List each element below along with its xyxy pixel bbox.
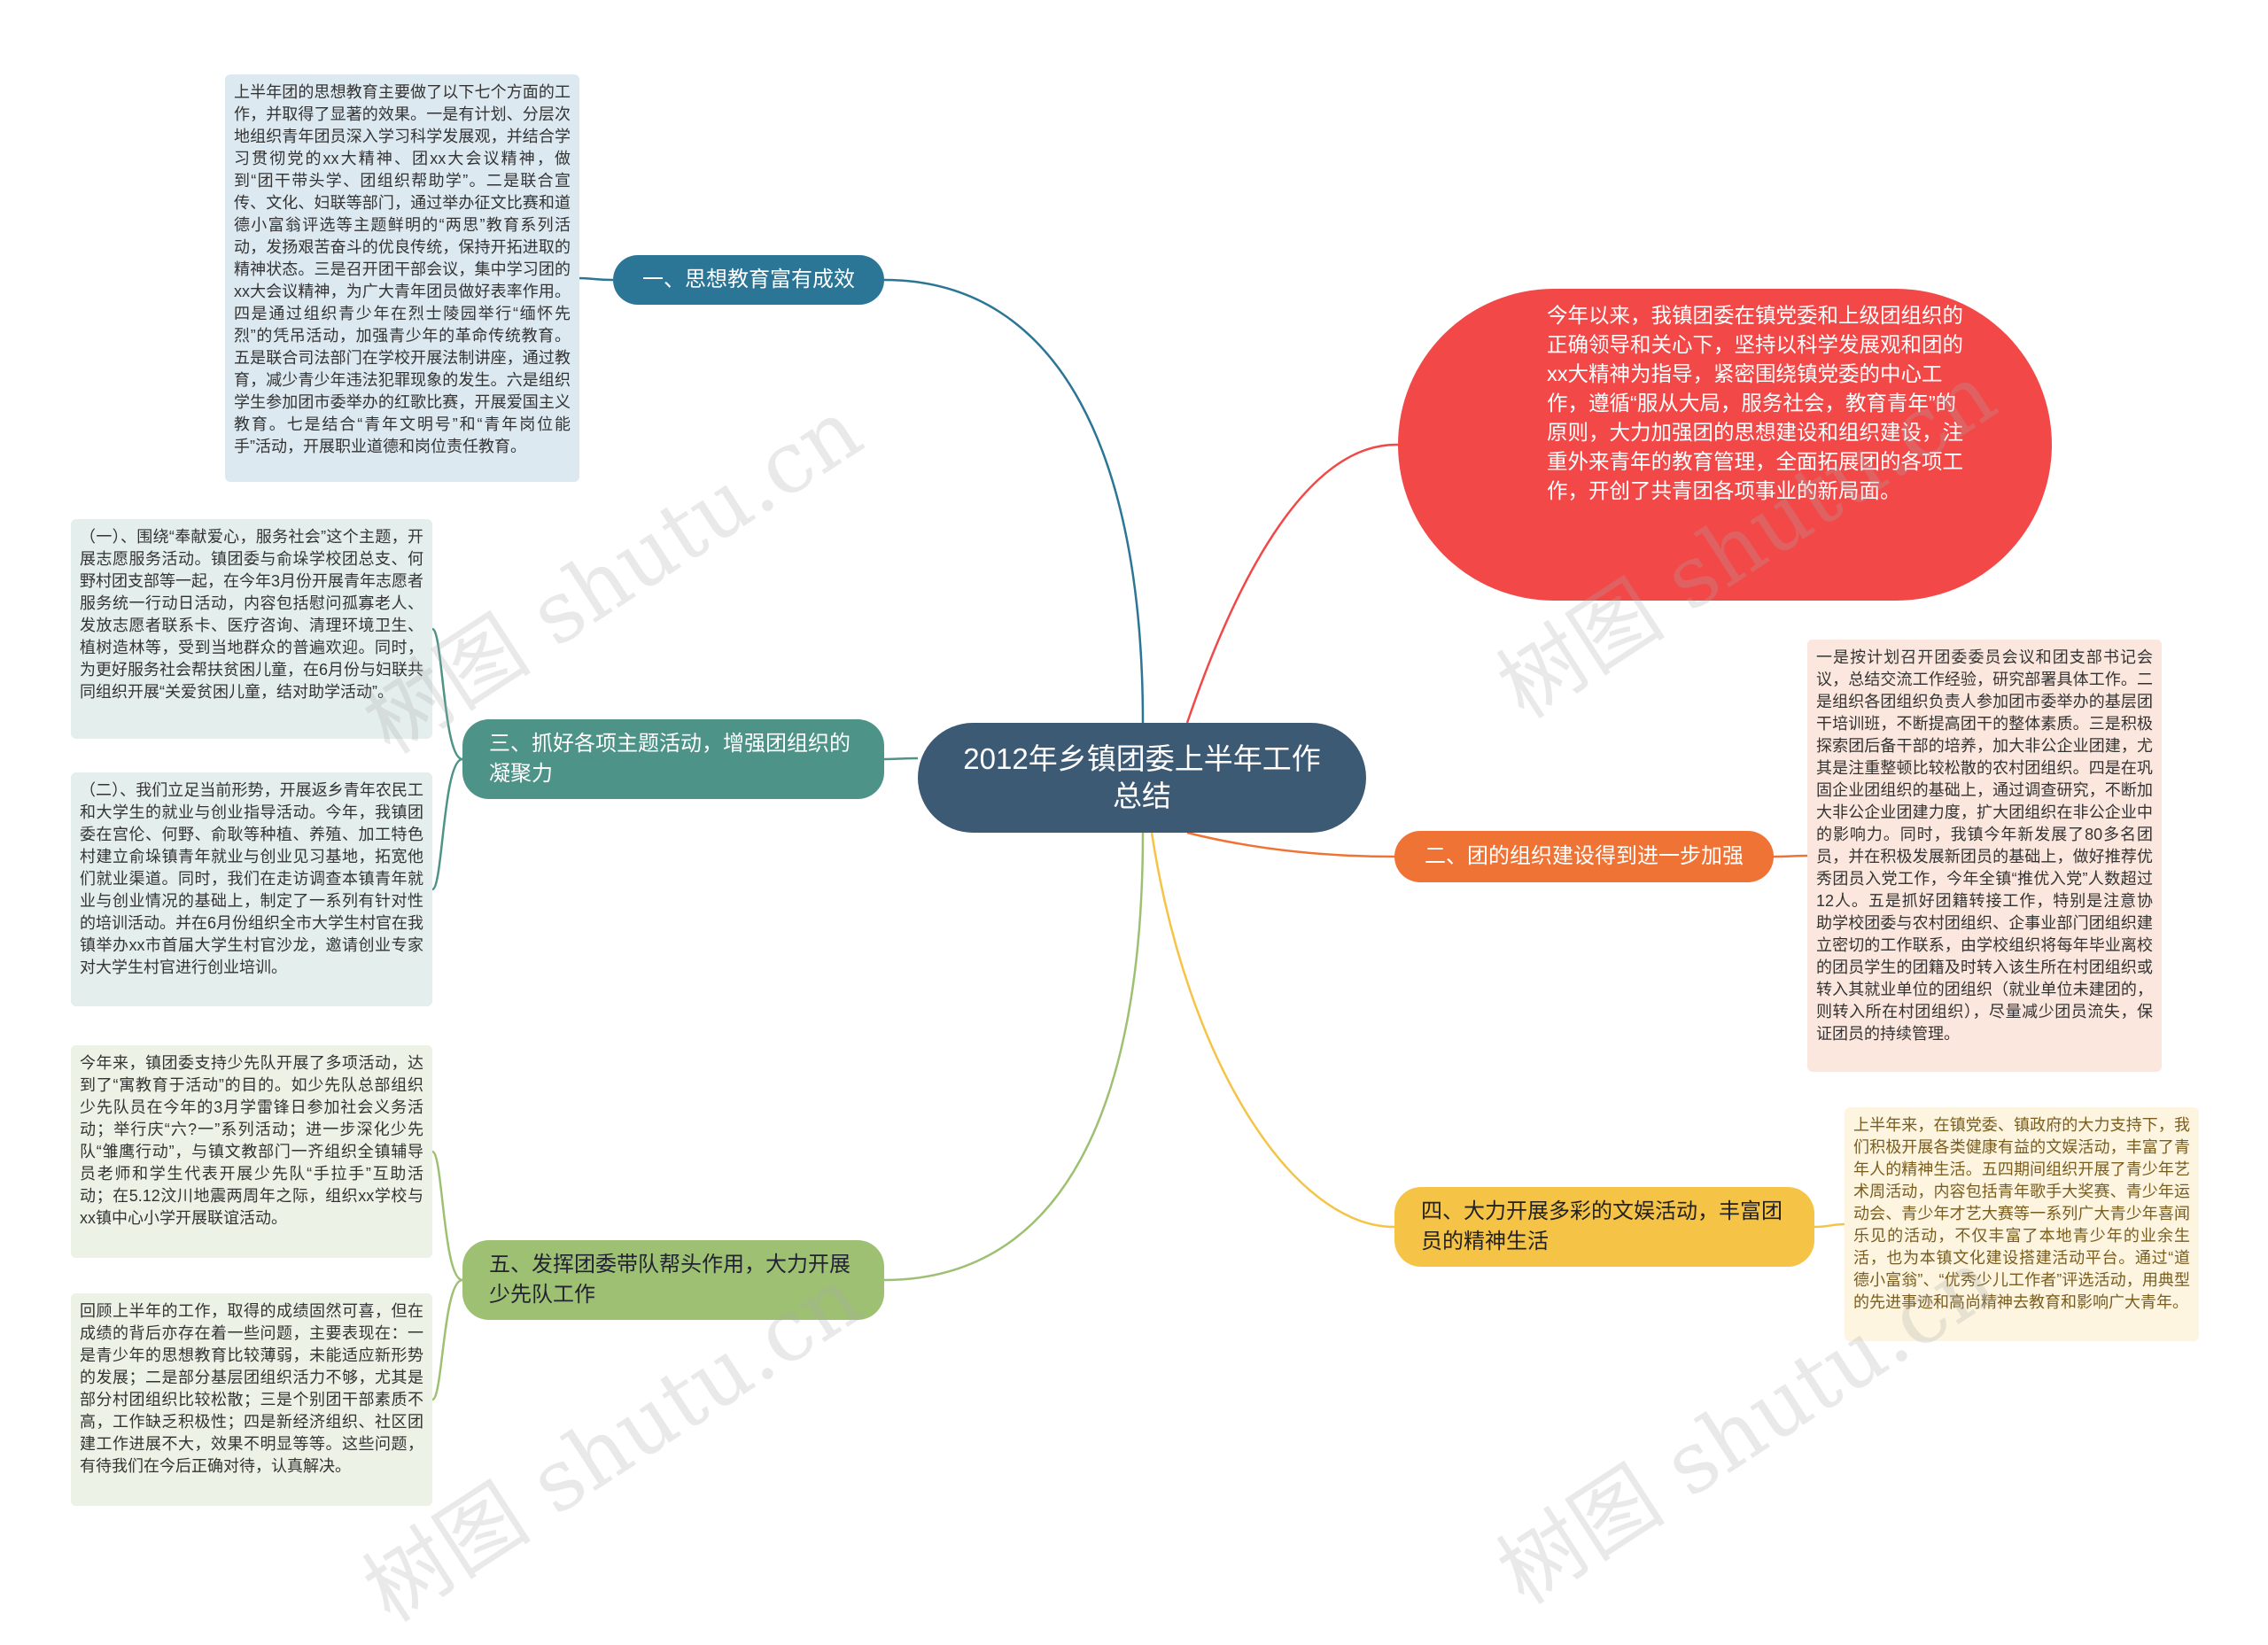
link-b3-leafb [431,757,463,891]
link-b2-leaf [1773,854,1808,858]
link-center-b4 [1150,832,1395,1229]
branch5-detail-a: 今年来，镇团委支持少先队开展了多项活动，达到了“寓教育于活动”的目的。如少先队总… [71,1045,432,1258]
connector-lines [431,276,1845,1401]
link-b1-leaf [579,276,614,282]
branch3-topic[interactable]: 三、抓好各项主题活动，增强团组织的凝聚力 [462,719,884,799]
link-center-b1 [883,278,1145,724]
branch1-topic[interactable]: 一、思想教育富有成效 [613,255,884,305]
branch5-detail-b: 回顾上半年的工作，取得的成绩固然可喜，但在成绩的背后亦存在着一些问题，主要表现在… [71,1293,432,1506]
branch4-detail: 上半年来，在镇党委、镇政府的大力支持下，我们积极开展各类健康有益的文娱活动，丰富… [1845,1107,2199,1341]
link-center-b2 [1186,831,1395,858]
branch2-topic[interactable]: 二、团的组织建设得到进一步加强 [1394,831,1774,882]
link-b4-leaf [1814,1222,1845,1229]
link-center-b3 [883,757,919,761]
branch1-detail: 上半年团的思想教育主要做了以下七个方面的工作，并取得了显著的效果。一是有计划、分… [225,74,579,482]
central-topic[interactable]: 2012年乡镇团委上半年工作总结 [918,723,1366,833]
link-b5-leafa [431,1150,463,1282]
branch5-topic[interactable]: 五、发挥团委带队帮头作用，大力开展少先队工作 [462,1240,884,1320]
branch3-detail-a: （一）、围绕“奉献爱心，服务社会”这个主题，开展志愿服务活动。镇团委与俞垛学校团… [71,519,432,739]
link-center-intro [1185,443,1399,724]
link-b5-leafb [431,1278,463,1401]
link-b3-leafa [431,627,463,761]
intro-topic[interactable]: 今年以来，我镇团委在镇党委和上级团组织的正确领导和关心下，坚持以科学发展观和团的… [1398,289,2052,601]
branch4-topic[interactable]: 四、大力开展多彩的文娱活动，丰富团员的精神生活 [1394,1187,1814,1267]
branch2-detail: 一是按计划召开团委委员会议和团支部书记会议，总结交流工作经验，研究部署具体工作。… [1807,640,2162,1072]
branch3-detail-b: （二）、我们立足当前形势，开展返乡青年农民工和大学生的就业与创业指导活动。今年，… [71,772,432,1006]
link-center-b5 [883,832,1145,1282]
